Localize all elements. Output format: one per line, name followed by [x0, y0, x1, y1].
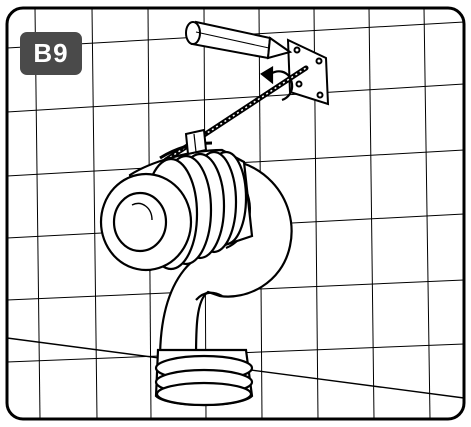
outlet-sealing-ring [154, 348, 254, 407]
step-badge: B9 [20, 32, 82, 75]
pipe-clamp [159, 128, 213, 160]
wall-bracket [286, 38, 330, 106]
rotation-arrow [260, 66, 294, 102]
pencil [185, 20, 293, 60]
panel-frame [5, 6, 466, 421]
concertina-seal [99, 148, 254, 272]
